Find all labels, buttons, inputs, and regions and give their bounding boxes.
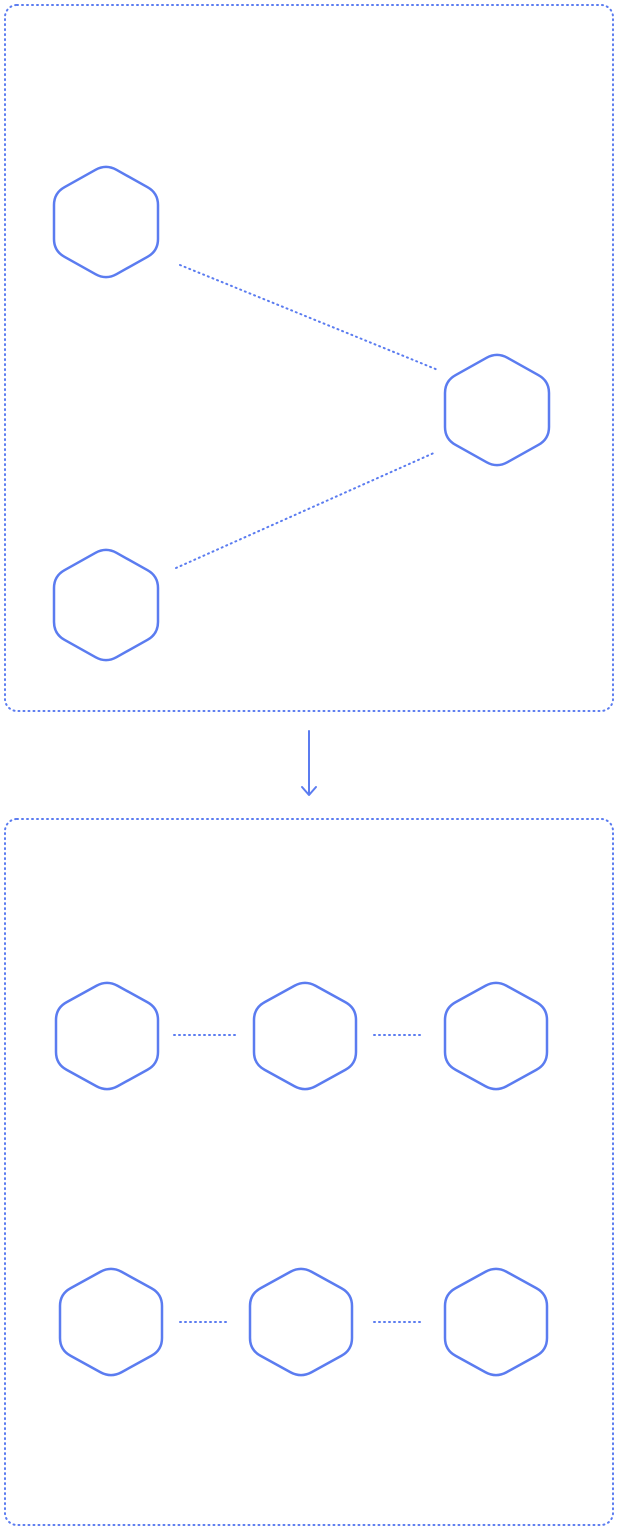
row2-node-2 (248, 1267, 354, 1377)
arrow-down-icon (301, 730, 317, 796)
connector-left-bottom-to-right (175, 451, 437, 569)
node-right-middle (443, 353, 551, 467)
row1-node-1 (54, 981, 160, 1091)
row2-node-1 (58, 1267, 164, 1377)
after-panel (4, 818, 614, 1526)
node-left-top (52, 165, 160, 279)
before-panel (4, 4, 614, 712)
row1-node-3 (443, 981, 549, 1091)
node-left-bottom (52, 548, 160, 662)
row1-node-2 (252, 981, 358, 1091)
connector-left-top-to-right (179, 264, 439, 371)
row2-node-3 (443, 1267, 549, 1377)
